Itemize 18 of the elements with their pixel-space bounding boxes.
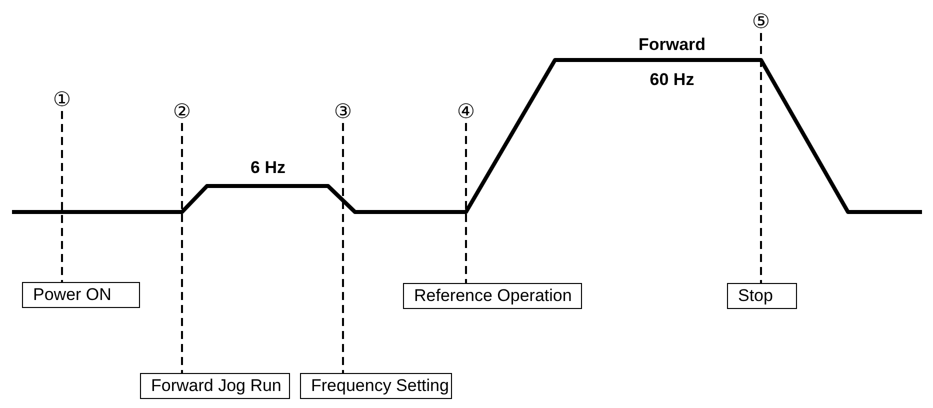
step-number: ⑤ (749, 12, 773, 32)
step-number: ③ (331, 102, 355, 122)
leader-line (465, 123, 467, 283)
leader-line (760, 33, 762, 283)
step-label-box: Forward Jog Run (140, 373, 290, 399)
leader-line (61, 111, 63, 282)
step-label-box: Power ON (22, 282, 140, 308)
step-label-box: Stop (727, 283, 797, 309)
step-label-box: Reference Operation (403, 283, 582, 309)
frequency-label: Forward (638, 35, 706, 55)
step-number: ② (170, 102, 194, 122)
leader-line (342, 123, 344, 373)
step-number: ① (50, 90, 74, 110)
step-number: ④ (454, 102, 478, 122)
frequency-label: 6 Hz (250, 158, 286, 178)
step-label-box: Frequency Setting (300, 373, 452, 399)
frequency-label: 60 Hz (650, 70, 694, 90)
leader-line (181, 123, 183, 373)
